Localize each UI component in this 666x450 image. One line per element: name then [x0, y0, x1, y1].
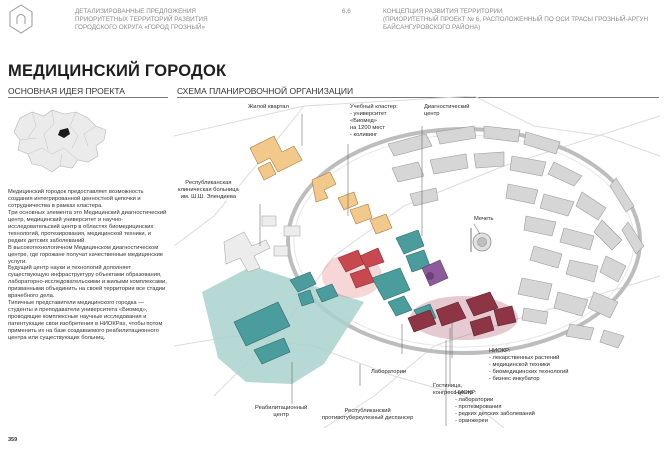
page-number: 359: [8, 437, 18, 443]
label-mosque: Мечеть: [474, 216, 494, 222]
location-mini-map: [13, 109, 107, 173]
niokr-buildings: [407, 291, 517, 337]
label-line: Республиканская: [185, 180, 232, 186]
page-title: МЕДИЦИНСКИЙ ГОРОДОК: [8, 62, 227, 80]
site-plan: [174, 96, 660, 428]
label-line: Учебный кластер:: [350, 104, 398, 110]
description-paragraph: Медицинский городок предоставляет возмож…: [8, 189, 144, 209]
label-housing: Жилой квартал: [248, 104, 289, 110]
label-line: - университет: [350, 110, 387, 117]
label-line: - коливинг: [350, 131, 378, 138]
section-number: 6.6: [342, 8, 351, 15]
red-buildings: [337, 247, 385, 289]
hospital-buildings: [223, 215, 301, 273]
label-line: - редких детских заболеваний: [455, 410, 535, 417]
label-line: - лекарственных растений: [489, 354, 560, 361]
emblem-logo: [9, 4, 33, 34]
label-line: противотуберкулезный диспансер: [322, 414, 414, 421]
gray-buildings: [387, 125, 645, 349]
label-line: Гостиница,: [433, 383, 463, 389]
label-line: «Биомед»: [350, 117, 377, 124]
label-line: - оранжереи: [455, 417, 488, 424]
label-line: им. Ш.Ш. Элендиева: [180, 193, 237, 200]
header-left: ДЕТАЛИЗИРОВАННЫЕ ПРЕДЛОЖЕНИЯ ПРИОРИТЕТНЫ…: [75, 8, 285, 32]
label-line: центр: [273, 411, 289, 418]
header-right: КОНЦЕПЦИЯ РАЗВИТИЯ ТЕРРИТОРИИ (ПРИОРИТЕТ…: [383, 8, 653, 32]
label-hotel: Гостиница, конгресс центр: [433, 383, 473, 397]
divider-left: [8, 97, 168, 98]
label-line: центр: [424, 110, 440, 117]
diagnostic-center-building: [421, 259, 449, 287]
header-left-line: ГОРОДСКОГО ОКРУГА «ГОРОД ГРОЗНЫЙ»: [75, 24, 205, 31]
header-left-line: ДЕТАЛИЗИРОВАННЫЕ ПРЕДЛОЖЕНИЯ: [75, 8, 196, 15]
description-paragraph: Будущий центр науки и технологий дополня…: [8, 265, 167, 300]
label-line: - медицинской техники: [489, 361, 550, 368]
label-niokr-1: НИОКР: - лекарственных растений - медици…: [489, 348, 568, 383]
label-rehab: Реабилитационный центр: [255, 405, 307, 419]
header-right-line: (ПРИОРИТЕТНЫЙ ПРОЕКТ № 6, РАСПОЛОЖЕННЫЙ …: [383, 16, 649, 23]
label-line: НИОКР:: [489, 348, 511, 354]
label-hospital: Республиканская клиническая больница им.…: [178, 180, 239, 201]
label-line: НИОКР:: [455, 390, 477, 396]
header-left-line: ПРИОРИТЕТНЫХ ТЕРРИТОРИЙ РАЗВИТИЯ: [75, 16, 208, 23]
mosque-building: [470, 228, 492, 252]
description-paragraph: Три основных элемента это Медицинский ди…: [8, 209, 167, 244]
label-line: на 1200 мест: [350, 124, 386, 131]
label-lab: Лаборатории: [371, 369, 407, 375]
header-right-line: КОНЦЕПЦИЯ РАЗВИТИЯ ТЕРРИТОРИИ: [383, 8, 503, 15]
description-paragraph: В высокотехнологичном Медицинском диагно…: [8, 244, 164, 265]
label-niokr-2: НИОКР: - лаборатории - протезирования - …: [455, 390, 535, 425]
divider-right: [177, 97, 659, 98]
label-diagnostic-center: Диагностический центр: [424, 104, 470, 118]
label-tb: Республиканский противотуберкулезный дис…: [322, 408, 413, 422]
label-line: конгресс центр: [433, 389, 474, 396]
right-subtitle: СХЕМА ПЛАНИРОВОЧНОЙ ОРГАНИЗАЦИИ: [177, 86, 354, 96]
description-paragraph: Типичные представители медицинского горо…: [8, 300, 163, 342]
label-line: Реабилитационный: [255, 405, 308, 411]
label-line: Республиканский: [344, 408, 391, 414]
label-line: - бизнес инкубатор: [489, 375, 540, 382]
label-line: - протезирования: [455, 403, 502, 410]
label-edu-cluster: Учебный кластер: - университет «Биомед» …: [350, 104, 398, 139]
description-text: Медицинский городок предоставляет возмож…: [8, 189, 168, 342]
label-line: клиническая больница: [178, 186, 239, 193]
header-right-line: БАЙСАНГУРОВСКОГО РАЙОНА): [383, 24, 481, 31]
housing-buildings: [249, 135, 393, 235]
left-subtitle: ОСНОВНАЯ ИДЕЯ ПРОЕКТА: [8, 86, 125, 96]
label-line: - лаборатории: [455, 396, 494, 403]
label-line: - биомедицинских технологий: [489, 368, 569, 375]
label-line: Диагностический: [424, 104, 470, 110]
